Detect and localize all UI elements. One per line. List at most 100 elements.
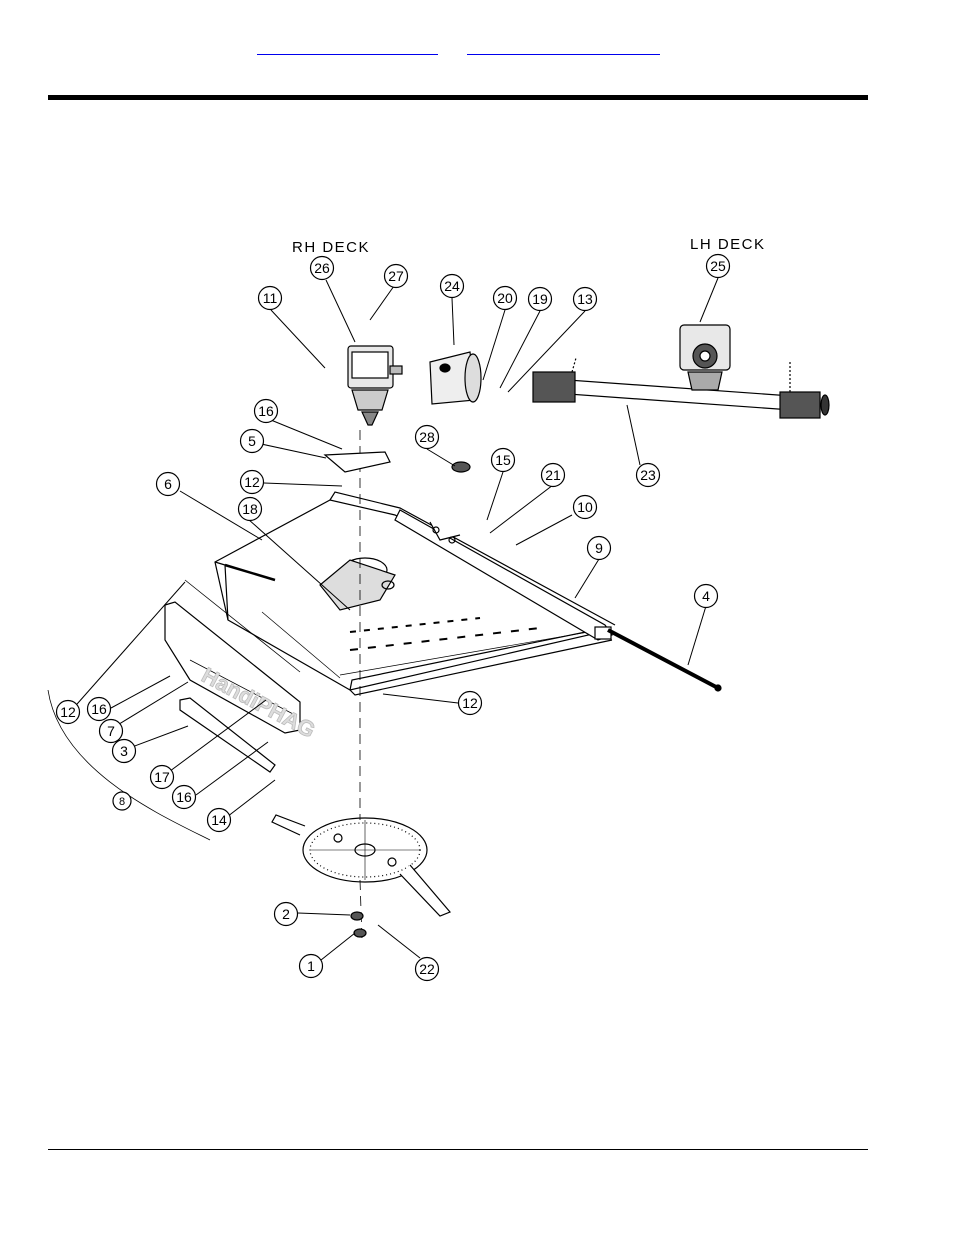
callout-26: 26 [309,255,335,281]
callout-circle [383,263,409,289]
callout-12: 12 [239,469,265,495]
clutch [429,351,482,405]
callout-5: 5 [239,428,265,454]
parts-diagram: RH DECK LH DECK [47,236,830,982]
callout-23: 23 [635,462,661,488]
callout-label: 3 [120,743,128,759]
callout-circle [298,953,324,979]
callout-label: 25 [710,258,726,274]
callout-circle [98,718,124,744]
callout-label: 20 [497,290,513,306]
callout-circle [540,462,566,488]
shield: HandiPHAG [164,601,320,773]
callout-16: 16 [86,696,112,722]
callout-3: 3 [111,738,137,764]
callout-circle [439,273,465,299]
callout-label: 12 [60,704,76,720]
callout-circle [414,424,440,450]
callout-label: 22 [419,961,435,977]
callout-circle [239,469,265,495]
callout-label: 15 [495,452,511,468]
callout-label: 23 [640,467,656,483]
callout-circle [457,690,483,716]
callout-28: 28 [414,424,440,450]
callout-circle [237,496,263,522]
callout-11: 11 [257,285,283,311]
callout-circle [111,738,137,764]
callout-circle [693,583,719,609]
side-rail [394,509,722,692]
callout-27: 27 [383,263,409,289]
lh-deck-title: LH DECK [690,236,766,253]
callout-circle [253,398,279,424]
callout-label: 11 [263,290,278,306]
callout-label: 2 [282,906,290,922]
callout-label: 12 [462,695,478,711]
header-rule [48,95,868,100]
callout-2: 2 [273,901,299,927]
callout-circle [273,901,299,927]
callout-label: 6 [164,476,172,492]
header-link-2[interactable] [467,38,660,55]
callout-label: 13 [577,291,593,307]
callout-circle [527,286,553,312]
callout-18: 18 [237,496,263,522]
callout-24: 24 [439,273,465,299]
callout-21: 21 [540,462,566,488]
callout-circle [86,696,112,722]
callout-label: 24 [444,278,460,294]
deck-body [214,491,616,696]
callout-label: 16 [91,701,107,717]
rh-gearbox [347,345,403,426]
callout-label: 27 [388,268,404,284]
callout-15: 15 [490,447,516,473]
callout-1: 1 [298,953,324,979]
driveline [532,357,830,419]
blade-assembly [271,814,451,917]
callout-circle [572,494,598,520]
callout-label: 18 [242,501,258,517]
callout-8: 8 [112,791,132,811]
callout-label: 9 [595,540,603,556]
callout-circle [309,255,335,281]
callout-label: 21 [545,467,561,483]
footer-rule [48,1149,868,1150]
callout-19: 19 [527,286,553,312]
callout-25: 25 [705,253,731,279]
callout-16: 16 [171,784,197,810]
callout-circle [586,535,612,561]
callout-label: 8 [119,796,125,808]
callout-circle [112,791,132,811]
callout-circle [492,285,518,311]
callout-7: 7 [98,718,124,744]
callout-label: 14 [211,812,227,828]
callout-label: 4 [702,588,710,604]
rh-deck-title: RH DECK [292,239,370,256]
callout-circle [490,447,516,473]
callout-13: 13 [572,286,598,312]
callout-label: 17 [154,769,170,785]
callout-label: 16 [258,403,274,419]
callout-6: 6 [155,471,181,497]
callout-circle [572,286,598,312]
callout-circle [55,699,81,725]
callout-12: 12 [55,699,81,725]
callout-label: 1 [307,958,315,974]
header-link-1[interactable] [257,38,438,55]
callout-label: 5 [248,433,256,449]
callout-circle [171,784,197,810]
lh-gearbox [679,324,731,391]
callout-16: 16 [253,398,279,424]
callout-9: 9 [586,535,612,561]
callout-circle [239,428,265,454]
callout-label: 28 [419,429,435,445]
callout-circle [149,764,175,790]
callout-circle [155,471,181,497]
drawing: HandiPHAG [47,324,830,941]
callout-label: 16 [176,789,192,805]
callout-label: 7 [107,723,115,739]
callout-label: 26 [314,260,330,276]
callout-circle [206,807,232,833]
callout-12: 12 [457,690,483,716]
